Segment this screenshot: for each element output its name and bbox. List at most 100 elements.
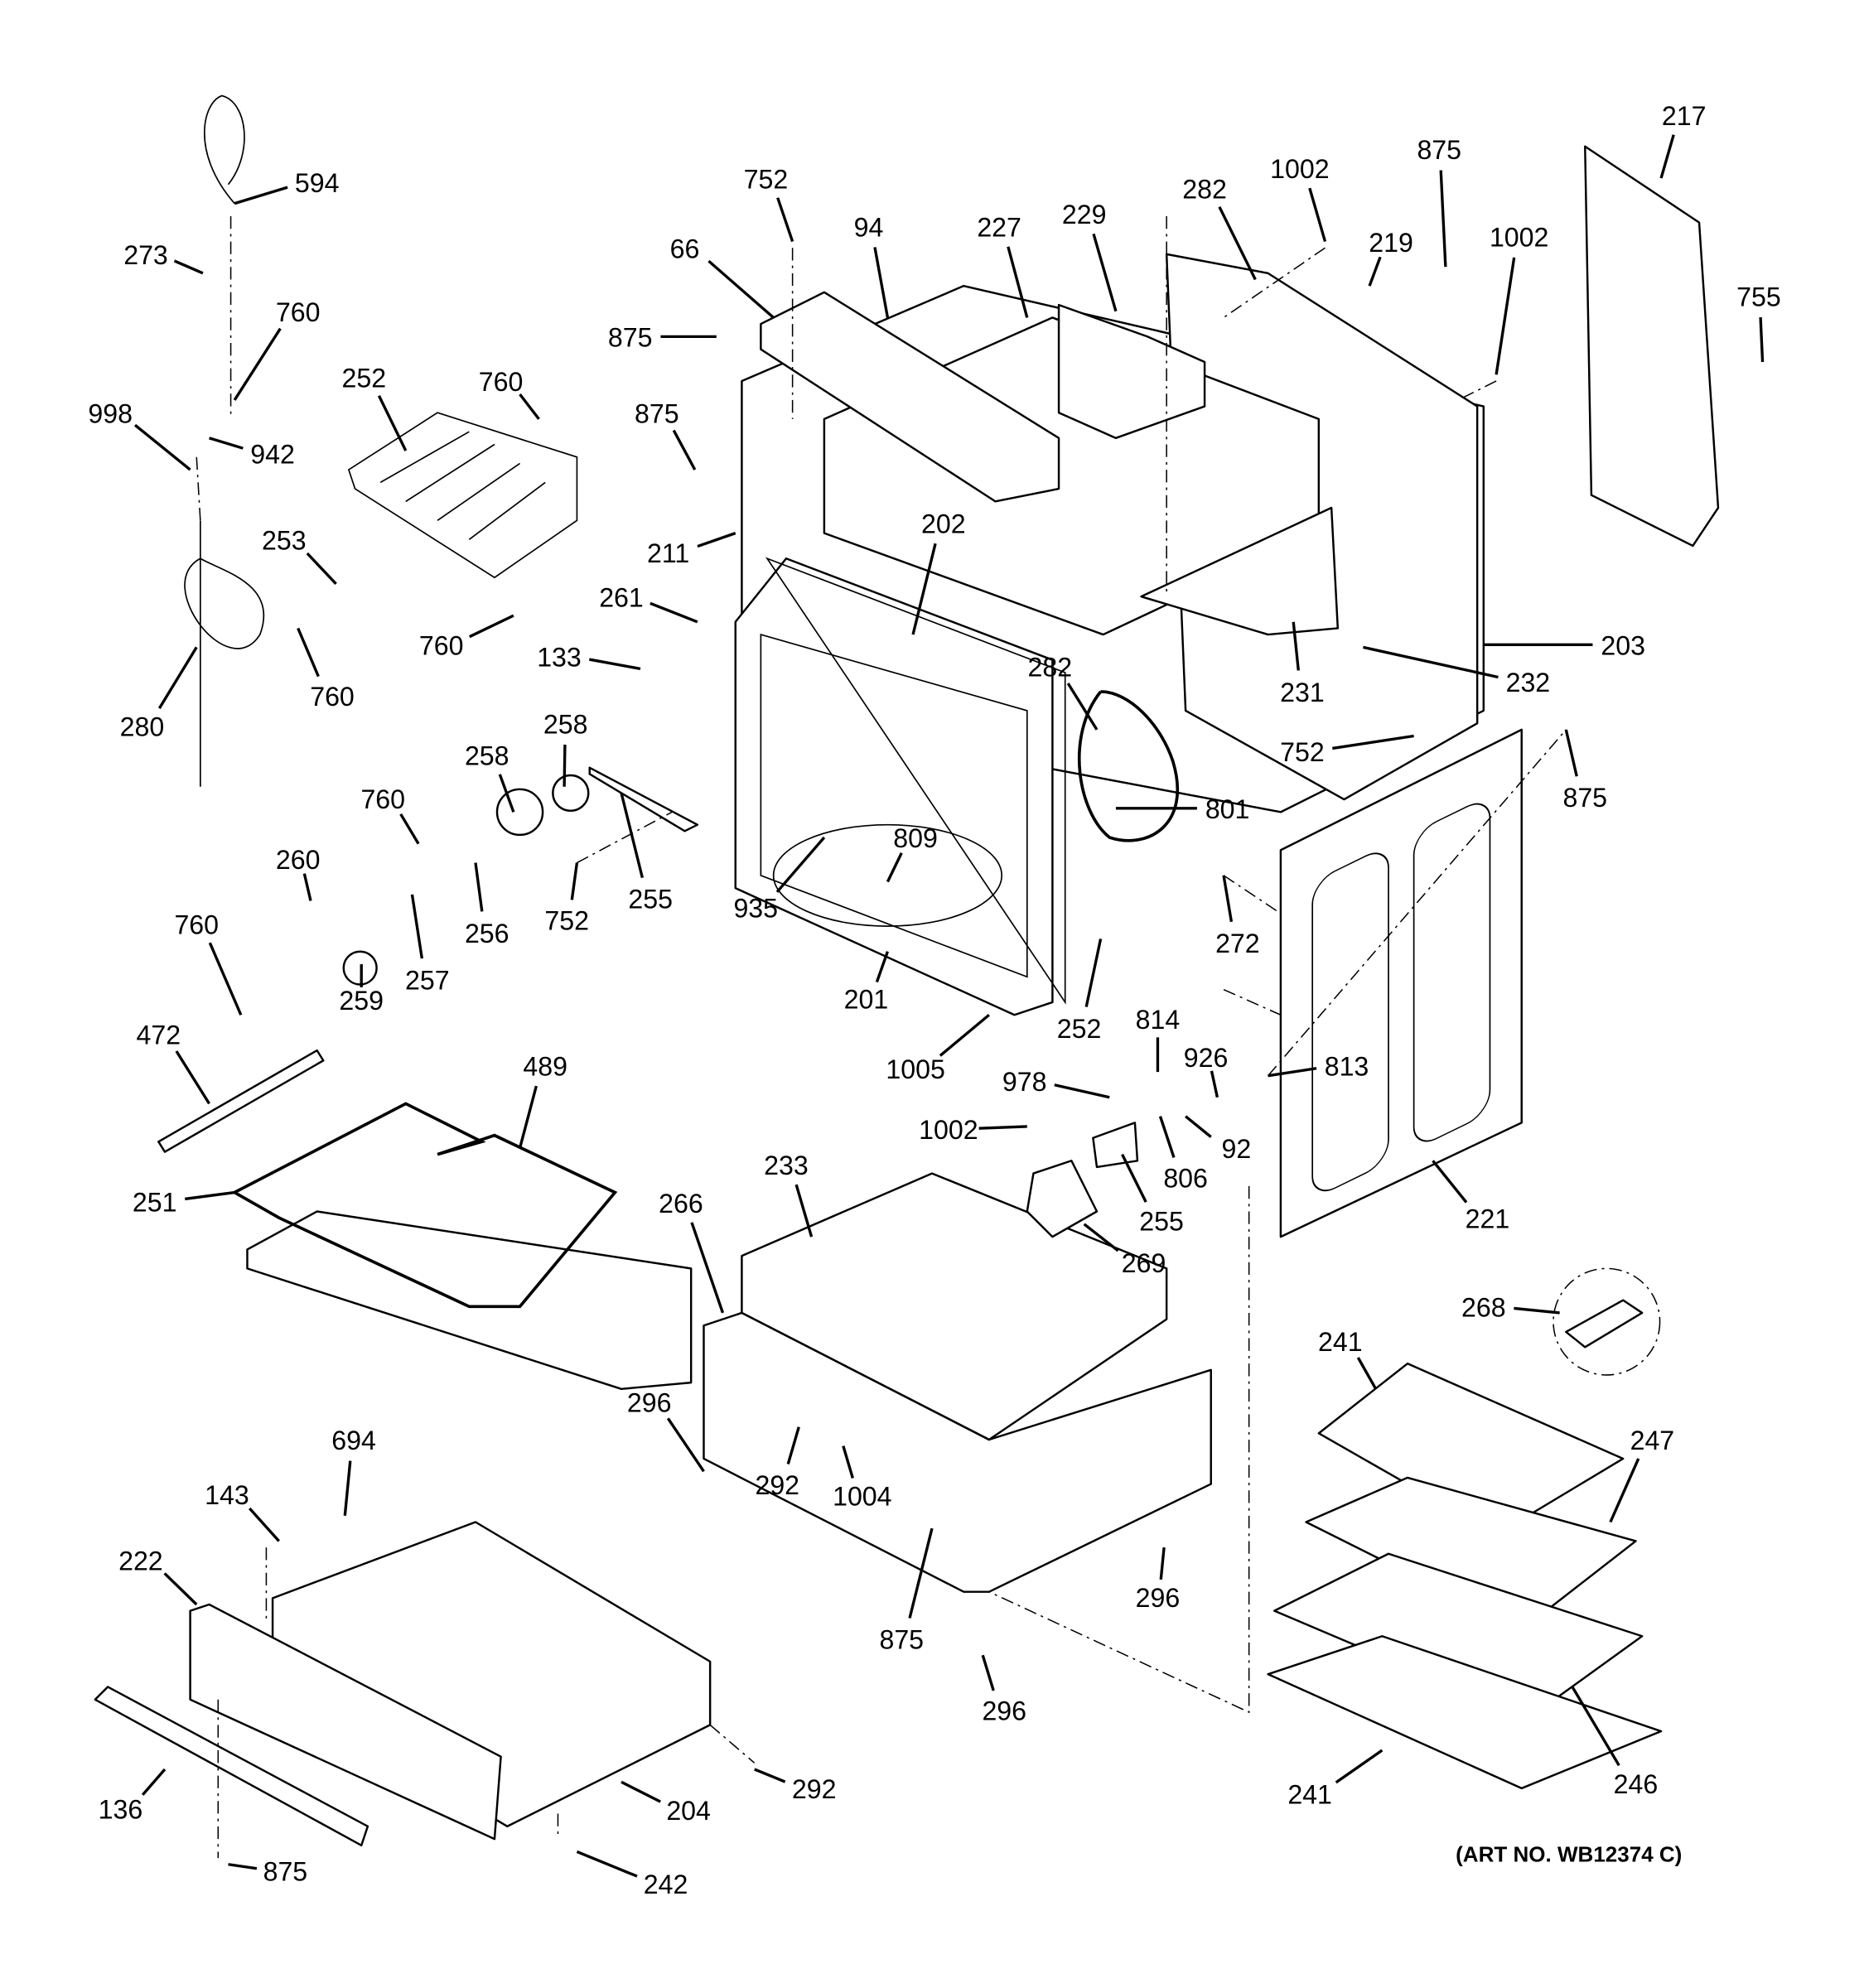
callout-label: 269 bbox=[1122, 1248, 1166, 1278]
callout-label: 272 bbox=[1215, 929, 1260, 958]
leader-line bbox=[1432, 1160, 1468, 1204]
leader-line bbox=[343, 1460, 352, 1517]
callout-label: 231 bbox=[1280, 678, 1325, 707]
callout-label: 241 bbox=[1287, 1779, 1332, 1809]
terminal-block bbox=[1092, 1122, 1139, 1169]
callout-label: 204 bbox=[666, 1796, 711, 1826]
bake-element bbox=[231, 1102, 618, 1309]
callout-label: 92 bbox=[1221, 1134, 1251, 1164]
callout-label: 136 bbox=[99, 1795, 143, 1825]
light-ring bbox=[552, 774, 590, 813]
art-number: (ART NO. WB12374 C) bbox=[1456, 1842, 1682, 1867]
callout-label: 255 bbox=[1139, 1206, 1184, 1236]
callout-label: 489 bbox=[523, 1052, 567, 1082]
callout-label: 242 bbox=[644, 1870, 688, 1899]
leader-line bbox=[1292, 621, 1300, 671]
rack-clip bbox=[1565, 1299, 1644, 1349]
leader-line bbox=[209, 437, 244, 450]
callout-label: 875 bbox=[1417, 135, 1461, 165]
leader-line bbox=[570, 862, 579, 900]
callout-label: 296 bbox=[1136, 1583, 1181, 1613]
leader-line bbox=[908, 1527, 934, 1619]
front-frame bbox=[765, 557, 1066, 1005]
leader-line bbox=[1121, 1153, 1147, 1203]
callout-label: 806 bbox=[1163, 1163, 1208, 1193]
callout-label: 809 bbox=[893, 823, 938, 853]
trim-strip bbox=[157, 1049, 325, 1153]
leader-line bbox=[228, 1863, 258, 1870]
leader-line bbox=[794, 1184, 814, 1238]
leader-line bbox=[1084, 939, 1103, 1007]
leader-line bbox=[1335, 1749, 1384, 1784]
callout-label: 752 bbox=[744, 164, 789, 194]
leader-line bbox=[875, 951, 890, 983]
leader-line bbox=[1158, 1116, 1176, 1158]
leader-line bbox=[377, 394, 408, 451]
callout-label: 292 bbox=[792, 1774, 837, 1804]
callout-label: 257 bbox=[405, 966, 450, 996]
leader-line bbox=[306, 552, 337, 586]
leader-line bbox=[498, 774, 515, 813]
rear-cover bbox=[1584, 145, 1720, 548]
leader-line bbox=[873, 247, 890, 318]
leader-line bbox=[1083, 1223, 1119, 1252]
callout-label: 760 bbox=[360, 784, 405, 814]
leader-line bbox=[1439, 170, 1447, 268]
leader-line bbox=[1659, 134, 1675, 179]
callout-label: 1004 bbox=[833, 1482, 891, 1512]
leader-line bbox=[141, 1768, 167, 1796]
leader-line bbox=[410, 894, 424, 959]
leader-line bbox=[754, 1768, 786, 1783]
top-bracket bbox=[760, 291, 1060, 503]
leader-line bbox=[175, 1050, 210, 1105]
oven-rack-bottom bbox=[1267, 1635, 1663, 1790]
callout-label: 875 bbox=[263, 1857, 308, 1887]
leader-line bbox=[563, 744, 567, 787]
leader-line bbox=[1159, 1546, 1166, 1580]
callout-label: 259 bbox=[339, 986, 384, 1016]
callout-label: 1002 bbox=[1270, 154, 1329, 184]
callout-label: 935 bbox=[733, 893, 778, 923]
leader-line bbox=[1564, 729, 1578, 777]
cavity-inner bbox=[760, 633, 1028, 978]
callout-label: 258 bbox=[543, 709, 588, 739]
leader-line bbox=[939, 1013, 990, 1057]
leader-line bbox=[1185, 1115, 1212, 1138]
callout-label: 594 bbox=[295, 168, 340, 198]
leader-line bbox=[249, 1507, 280, 1542]
broil-element-coils bbox=[379, 431, 546, 540]
callout-label: 255 bbox=[628, 885, 673, 914]
leader-line bbox=[157, 646, 198, 710]
leader-line bbox=[666, 1417, 705, 1473]
leader-line bbox=[650, 601, 698, 624]
leader-line bbox=[208, 942, 243, 1016]
leader-line bbox=[978, 1125, 1027, 1130]
leader-line bbox=[1092, 233, 1118, 312]
callout-label: 926 bbox=[1184, 1043, 1229, 1073]
leader-line bbox=[1759, 316, 1765, 363]
callout-label: 227 bbox=[977, 212, 1021, 242]
leader-line bbox=[672, 429, 697, 470]
callout-label: 292 bbox=[755, 1470, 799, 1500]
callout-label: 280 bbox=[120, 712, 165, 742]
callout-label: 760 bbox=[479, 367, 524, 397]
oven-cavity bbox=[734, 557, 1054, 1016]
callout-label: 247 bbox=[1630, 1426, 1675, 1455]
callout-label: 752 bbox=[1280, 737, 1325, 767]
leader-line bbox=[911, 543, 937, 635]
leader-line bbox=[133, 423, 191, 471]
leader-line bbox=[588, 658, 641, 671]
leader-line bbox=[576, 1850, 638, 1878]
leader-line bbox=[1054, 1083, 1110, 1099]
callout-label: 211 bbox=[647, 538, 689, 568]
leader-line bbox=[707, 259, 775, 319]
callout-label: 755 bbox=[1736, 282, 1781, 312]
callout-label: 222 bbox=[118, 1546, 163, 1576]
callout-label: 875 bbox=[608, 323, 653, 353]
callout-label: 296 bbox=[627, 1387, 672, 1417]
leader-line bbox=[1218, 206, 1257, 281]
leader-line bbox=[173, 259, 204, 275]
callout-label: 942 bbox=[250, 439, 295, 469]
